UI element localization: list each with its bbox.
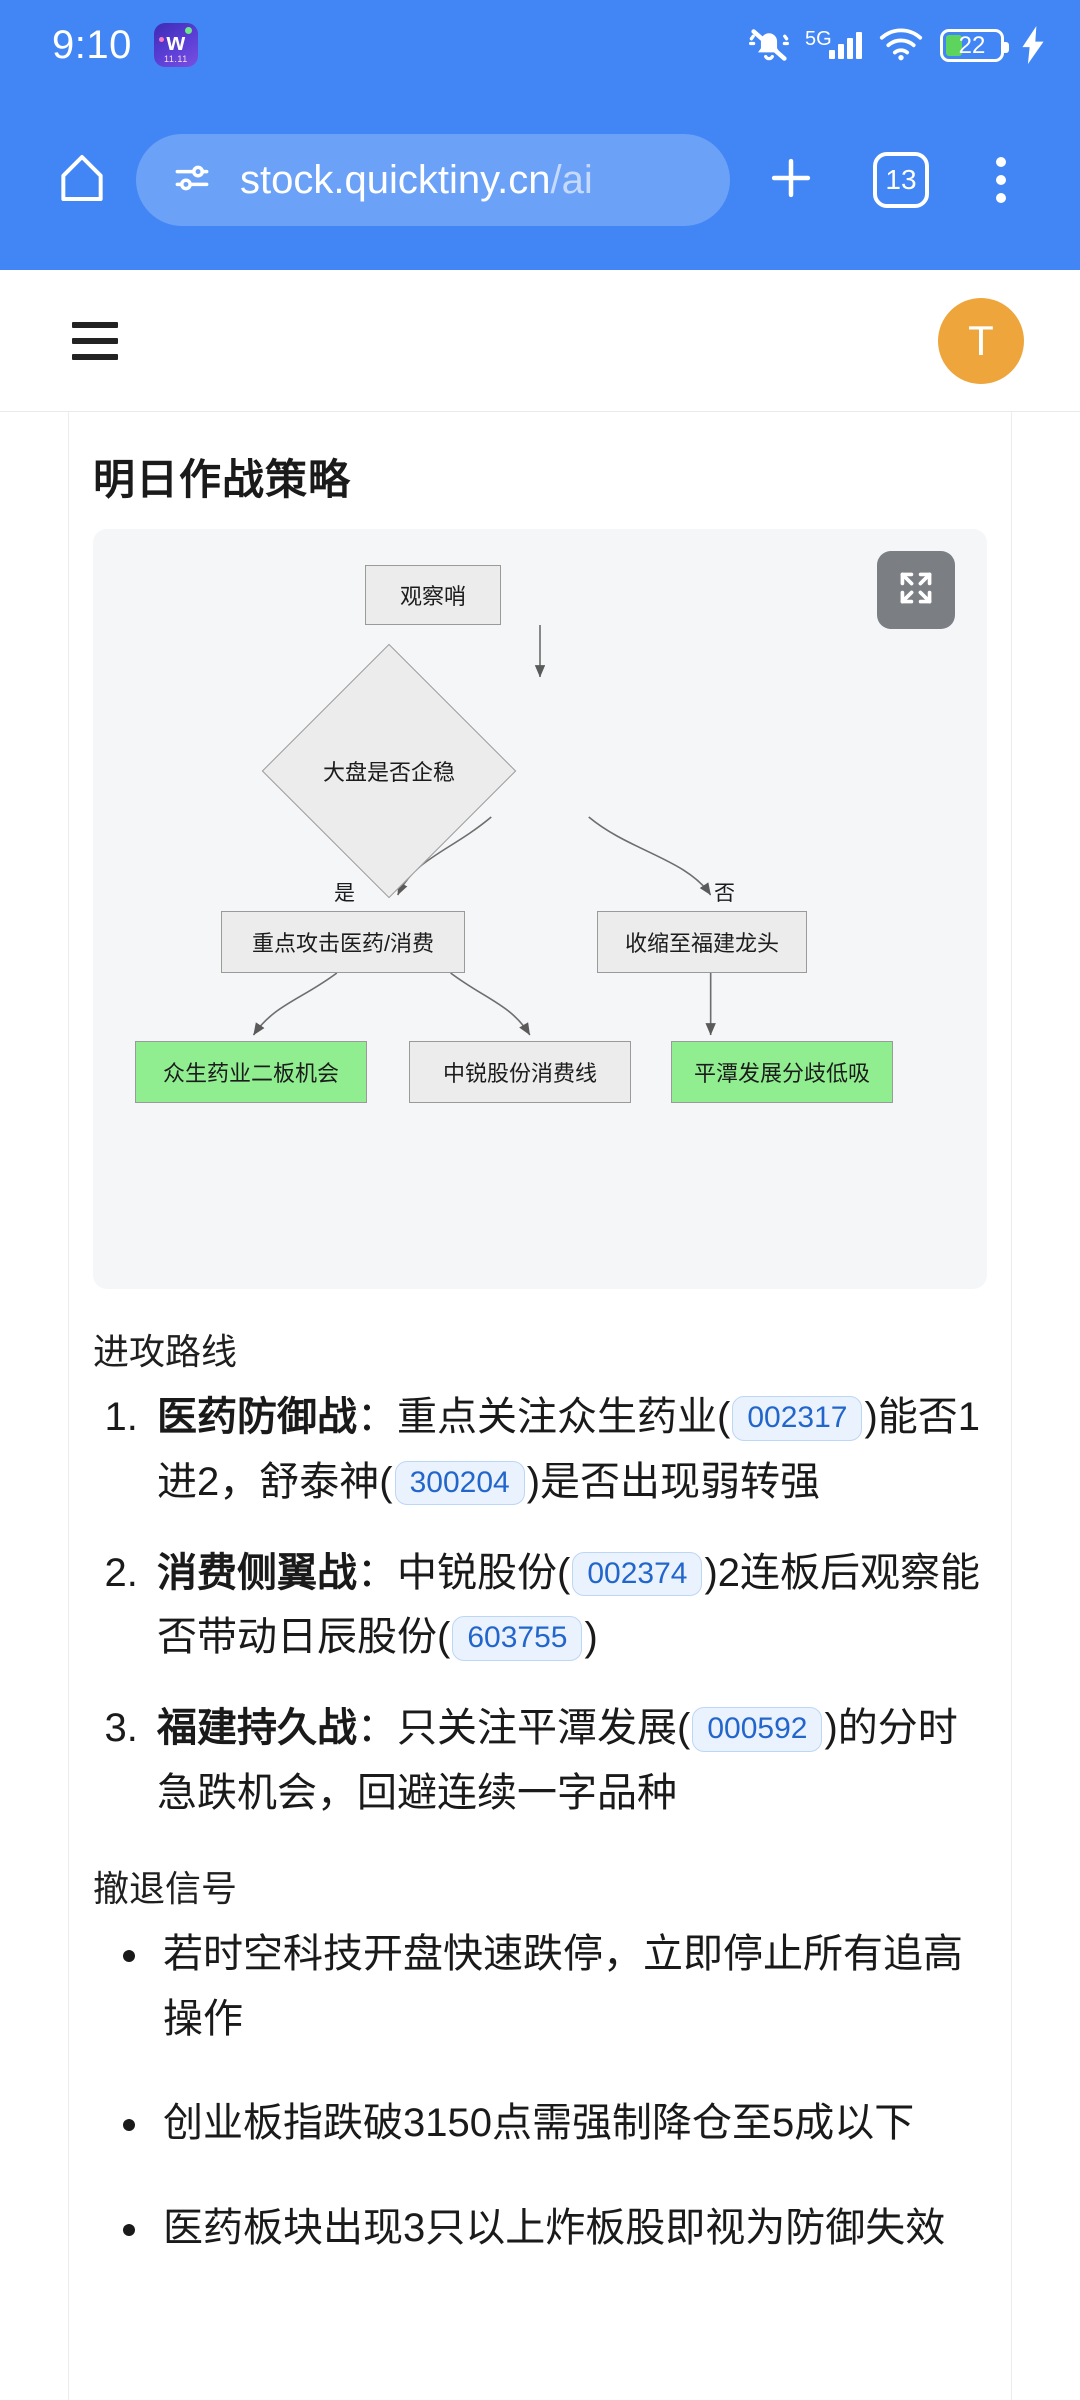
signals-list: 若时空科技开盘快速跌停，立即停止所有追高操作创业板指跌破3150点需强制降仓至5… <box>97 1922 987 2261</box>
flow-node-yes-branch-label: 重点攻击医药/消费 <box>251 931 435 956</box>
route-item-text: )是否出现弱转强 <box>526 1459 821 1504</box>
charging-bolt-icon <box>1020 26 1046 64</box>
home-icon <box>54 150 110 211</box>
plus-icon <box>764 151 818 210</box>
page-info-icon[interactable] <box>170 156 214 205</box>
stock-code-chip[interactable]: 002317 <box>732 1396 863 1441</box>
tab-switcher-button[interactable]: 13 <box>846 152 956 208</box>
network-type-label: 5G <box>805 27 832 50</box>
signal-item: 医药板块出现3只以上炸板股即视为防御失效 <box>153 2196 987 2261</box>
route-item-separator: ： <box>357 1395 397 1439</box>
content-card: 明日作战策略 <box>68 412 1012 2400</box>
route-item-title: 消费侧翼战 <box>157 1550 357 1595</box>
route-item-title: 医药防御战 <box>157 1395 357 1439</box>
browser-toolbar: stock.quicktiny.cn/ai 13 <box>0 90 1080 270</box>
tab-count-badge: 13 <box>873 152 929 208</box>
flow-node-no-branch-label: 收缩至福建龙头 <box>624 931 779 956</box>
bell-mute-icon <box>747 23 791 67</box>
route-item-text: 中锐股份( <box>397 1550 571 1595</box>
stock-code-chip[interactable]: 000592 <box>692 1707 823 1752</box>
route-item-text: )能否1进2，舒泰神( <box>157 1395 981 1504</box>
strategy-flowchart[interactable]: 观察哨 大盘是否企稳 是 否 重点攻击医药/消费 收缩至福建龙头 众生药业二板机… <box>93 529 987 1289</box>
flow-node-decision-label: 大盘是否企稳 <box>322 759 456 785</box>
route-item: 福建持久战：只关注平潭发展(000592)的分时急跌机会，回避连续一字品种 <box>149 1696 987 1826</box>
home-button[interactable] <box>34 150 130 211</box>
app-header: T <box>0 270 1080 412</box>
app-icon-badge-text: 11.11 <box>164 54 188 64</box>
route-item-text: 只关注平潭发展( <box>397 1706 691 1751</box>
flow-node-root[interactable]: 观察哨 <box>365 565 501 625</box>
route-item-text: )的分时急跌机会，回避连续一字品种 <box>157 1706 958 1815</box>
url-bar[interactable]: stock.quicktiny.cn/ai <box>136 134 730 226</box>
flow-edge-label-no: 否 <box>711 877 738 907</box>
avatar[interactable]: T <box>938 297 1024 384</box>
route-item-text: )2连板后观察能否带动日辰股份( <box>157 1550 981 1660</box>
stock-code-chip[interactable]: 603755 <box>452 1616 583 1661</box>
new-tab-button[interactable] <box>736 151 846 210</box>
flow-node-no-branch[interactable]: 收缩至福建龙头 <box>597 911 807 973</box>
page-title: 明日作战策略 <box>93 456 352 503</box>
flow-edge-label-yes: 是 <box>331 877 358 907</box>
url-path: /ai <box>550 157 593 202</box>
routes-list: 医药防御战：重点关注众生药业(002317)能否1进2，舒泰神(300204)是… <box>97 1385 987 1826</box>
flow-node-leaf-3[interactable]: 平潭发展分歧低吸 <box>671 1041 893 1103</box>
flow-node-leaf-2-label: 中锐股份消费线 <box>442 1061 597 1086</box>
fullscreen-expand-button[interactable] <box>877 551 955 629</box>
signal-5g-icon: 5G <box>805 28 862 59</box>
signals-heading: 撤退信号 <box>93 1867 238 1909</box>
status-bar: 9:10 w 11.11 5G <box>0 0 1080 90</box>
signal-item: 若时空科技开盘快速跌停，立即停止所有追高操作 <box>153 1922 987 2052</box>
flow-node-root-label: 观察哨 <box>399 584 466 609</box>
stock-code-chip[interactable]: 002374 <box>572 1551 703 1597</box>
signal-item: 创业板指跌破3150点需强制降仓至5成以下 <box>153 2091 987 2156</box>
status-bar-left: 9:10 w 11.11 <box>52 23 198 68</box>
flow-node-leaf-1-label: 众生药业二板机会 <box>162 1061 339 1086</box>
flow-node-yes-branch[interactable]: 重点攻击医药/消费 <box>221 911 465 973</box>
flowchart-edges <box>252 625 716 1036</box>
battery-percent-label: 22 <box>958 31 986 59</box>
url-text: stock.quicktiny.cn/ai <box>240 158 593 203</box>
route-item-separator: ： <box>357 1550 397 1595</box>
route-item: 消费侧翼战：中锐股份(002374)2连板后观察能否带动日辰股份(603755) <box>149 1541 987 1671</box>
url-host: stock.quicktiny.cn <box>240 157 551 202</box>
flow-node-leaf-1[interactable]: 众生药业二板机会 <box>135 1041 367 1103</box>
status-bar-right: 5G 22 <box>747 23 1046 67</box>
wifi-icon <box>878 27 924 63</box>
hamburger-icon[interactable] <box>72 321 118 360</box>
route-item-text: ) <box>584 1615 598 1660</box>
notification-app-icon: w 11.11 <box>153 23 198 67</box>
battery-icon: 22 <box>940 28 1009 62</box>
status-clock: 9:10 <box>52 22 132 67</box>
route-item-text: 重点关注众生药业( <box>397 1395 731 1439</box>
route-item-title: 福建持久战 <box>157 1706 357 1751</box>
route-item-separator: ： <box>357 1706 397 1751</box>
routes-heading: 进攻路线 <box>93 1331 238 1372</box>
flow-node-leaf-2[interactable]: 中锐股份消费线 <box>409 1041 631 1103</box>
avatar-initial: T <box>968 316 994 364</box>
route-item: 医药防御战：重点关注众生药业(002317)能否1进2，舒泰神(300204)是… <box>149 1385 987 1515</box>
fullscreen-expand-icon <box>894 566 938 615</box>
stock-code-chip[interactable]: 300204 <box>394 1460 525 1506</box>
overflow-menu-icon[interactable] <box>956 157 1046 203</box>
flow-node-leaf-3-label: 平潭发展分歧低吸 <box>693 1061 870 1086</box>
